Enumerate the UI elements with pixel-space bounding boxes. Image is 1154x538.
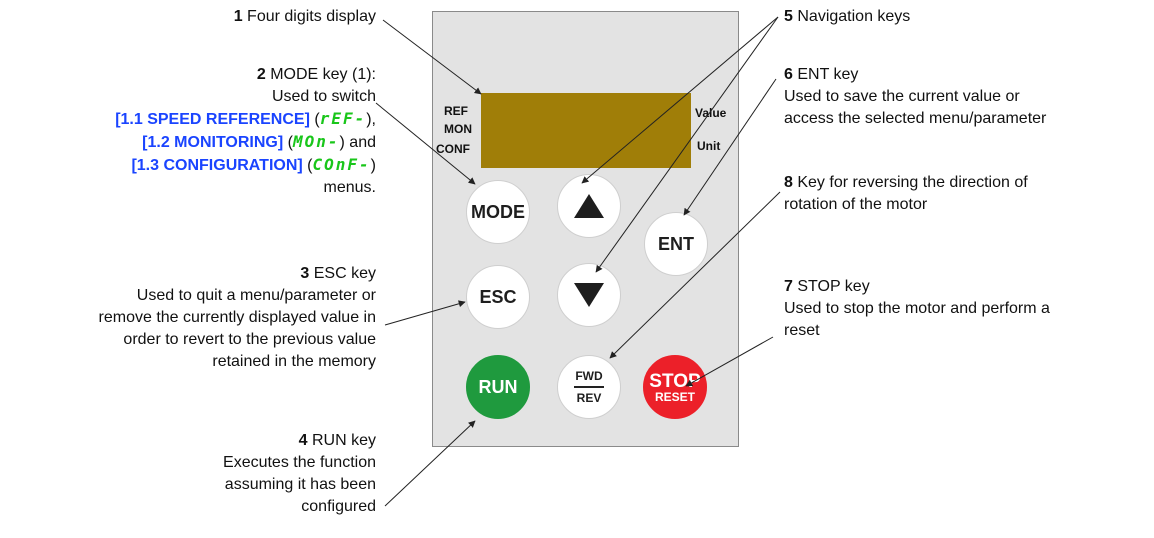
callout-number: 7 <box>784 278 793 295</box>
callout-line: access the selected menu/parameter <box>784 110 1047 127</box>
mode-button[interactable]: MODE <box>466 180 530 244</box>
callout-number: 1 <box>233 8 243 25</box>
callout-title: ENT key <box>797 66 859 83</box>
stop-label: STOP <box>649 370 701 392</box>
monitoring-link[interactable]: [1.2 MONITORING] <box>142 134 284 151</box>
callout-mode-key: 2 MODE key (1): Used to switch [1.1 SPEE… <box>115 64 376 199</box>
callout-line: assuming it has been <box>224 476 376 493</box>
fwd-label: FWD <box>575 369 603 384</box>
callout-line: Key for reversing the direction of <box>797 174 1028 191</box>
ent-button[interactable]: ENT <box>644 212 708 276</box>
callout-line: configured <box>301 498 376 515</box>
callout-number: 6 <box>784 66 793 83</box>
callout-line: retained in the memory <box>212 353 376 370</box>
callout-line: remove the currently displayed value in <box>98 309 376 326</box>
mon-label: MON <box>444 122 472 136</box>
fwd-rev-divider <box>574 386 604 388</box>
callout-line: menus. <box>323 179 376 196</box>
callout-title: Four digits display <box>247 8 376 25</box>
callout-line: Used to save the current value or <box>784 88 1020 105</box>
callout-number: 3 <box>300 265 310 282</box>
speed-reference-code: rEF- <box>319 109 367 128</box>
callout-line: reset <box>784 322 820 339</box>
callout-line: rotation of the motor <box>784 196 928 213</box>
callout-four-digits: 1 Four digits display <box>234 6 376 28</box>
callout-line: Used to stop the motor and perform a <box>784 300 1050 317</box>
ref-label: REF <box>444 104 468 118</box>
rev-label: REV <box>576 390 602 405</box>
callout-ent-key: 6 ENT key Used to save the current value… <box>784 64 1046 130</box>
down-arrow-icon <box>574 283 604 307</box>
callout-esc-key: 3 ESC key Used to quit a menu/parameter … <box>99 263 376 373</box>
callout-title: STOP key <box>797 278 870 295</box>
callout-number: 5 <box>784 8 793 25</box>
callout-title: ESC key <box>313 265 376 282</box>
up-navigation-button[interactable] <box>557 174 621 238</box>
callout-title: RUN key <box>311 432 376 449</box>
configuration-code: COnF- <box>312 155 371 174</box>
stop-reset-button[interactable]: STOP RESET <box>643 355 707 419</box>
callout-line: Executes the function <box>223 454 376 471</box>
callout-run-key: 4 RUN key Executes the function assuming… <box>223 430 376 518</box>
reset-label: RESET <box>654 389 695 404</box>
and-text: and <box>349 134 376 151</box>
configuration-link[interactable]: [1.3 CONFIGURATION] <box>131 157 303 174</box>
callout-title: Navigation keys <box>797 8 911 25</box>
callout-number: 2 <box>256 66 266 83</box>
callout-number: 8 <box>784 174 793 191</box>
fwd-rev-button[interactable]: FWD REV <box>557 355 621 419</box>
four-digit-display <box>481 93 691 168</box>
callout-line: Used to quit a menu/parameter or <box>136 287 376 304</box>
callout-stop-key: 7 STOP key Used to stop the motor and pe… <box>784 276 1050 342</box>
esc-button[interactable]: ESC <box>466 265 530 329</box>
callout-fwd-rev-key: 8 Key for reversing the direction of rot… <box>784 172 1028 216</box>
callout-title: MODE key (1): <box>270 66 376 83</box>
speed-reference-link[interactable]: [1.1 SPEED REFERENCE] <box>115 111 310 128</box>
callout-line: order to revert to the previous value <box>123 331 376 348</box>
down-navigation-button[interactable] <box>557 263 621 327</box>
unit-label: Unit <box>697 139 721 153</box>
callout-number: 4 <box>298 432 308 449</box>
run-button[interactable]: RUN <box>466 355 530 419</box>
callout-line: Used to switch <box>271 88 376 105</box>
conf-label: CONF <box>436 142 470 156</box>
value-label: Value <box>695 106 727 120</box>
monitoring-code: MOn- <box>292 132 340 151</box>
up-arrow-icon <box>574 194 604 218</box>
callout-navigation-keys: 5 Navigation keys <box>784 6 910 28</box>
